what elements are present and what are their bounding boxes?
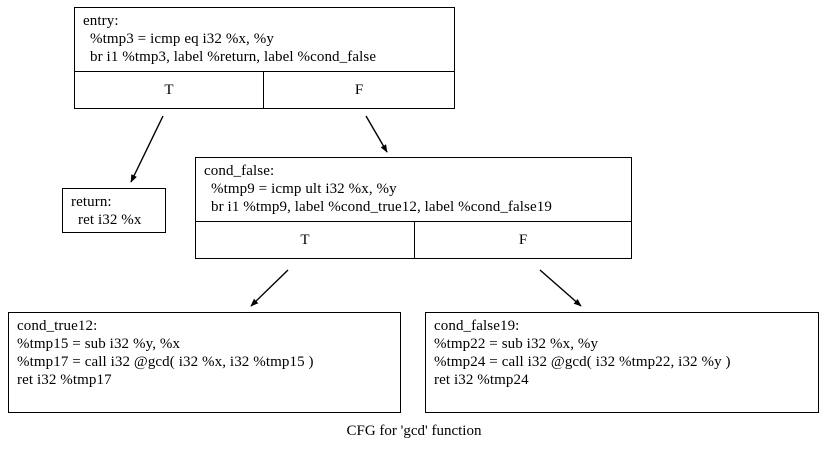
node-return-label: return: (71, 194, 112, 210)
node-cond-false-body: cond_false: %tmp9 = icmp ult i32 %x, %y … (196, 158, 631, 221)
node-cond-false-port-true[interactable]: T (300, 232, 310, 248)
node-cond-false19-label: cond_false19: (434, 318, 520, 334)
node-cond-false19-body: cond_false19: %tmp22 = sub i32 %x, %y %t… (426, 313, 818, 394)
node-cond-false19-line-1: %tmp22 = sub i32 %x, %y (434, 336, 599, 352)
node-entry-port-false[interactable]: F (263, 72, 454, 108)
node-entry-line-1: %tmp3 = icmp eq i32 %x, %y (90, 31, 274, 47)
edge-entry-true-to-return (130, 115, 164, 183)
cfg-node-cond-true12[interactable]: cond_true12: %tmp15 = sub i32 %y, %x %tm… (8, 312, 401, 413)
node-return-body: return: ret i32 %x (63, 189, 165, 234)
node-entry-branch-row: T F (75, 71, 454, 108)
node-cond-false-port-false[interactable]: F (414, 222, 631, 258)
node-cond-false19-line-3: ret i32 %tmp24 (434, 372, 529, 388)
edge-entry-false-to-cond-false (365, 115, 388, 153)
graph-caption: CFG for 'gcd' function (346, 423, 482, 439)
node-cond-false-line-2: br i1 %tmp9, label %cond_true12, label %… (211, 199, 552, 215)
cfg-node-return[interactable]: return: ret i32 %x (62, 188, 166, 233)
cfg-node-cond-false19[interactable]: cond_false19: %tmp22 = sub i32 %x, %y %t… (425, 312, 819, 413)
node-cond-false-line-1: %tmp9 = icmp ult i32 %x, %y (211, 181, 397, 197)
node-cond-true12-line-2: %tmp17 = call i32 @gcd( i32 %x, i32 %tmp… (17, 354, 314, 370)
node-cond-true12-line-3: ret i32 %tmp17 (17, 372, 112, 388)
node-entry-body: entry: %tmp3 = icmp eq i32 %x, %y br i1 … (75, 8, 454, 71)
node-cond-true12-line-1: %tmp15 = sub i32 %y, %x (17, 336, 181, 352)
node-cond-true12-body: cond_true12: %tmp15 = sub i32 %y, %x %tm… (9, 313, 400, 394)
node-entry-label: entry: (83, 13, 119, 29)
node-cond-false19-line-2: %tmp24 = call i32 @gcd( i32 %tmp22, i32 … (434, 354, 731, 370)
node-cond-false-label: cond_false: (204, 163, 275, 179)
node-cond-true12-label: cond_true12: (17, 318, 98, 334)
node-cond-false-branch-row: T F (196, 221, 631, 258)
edge-cond-false-true-to-cond-true12 (250, 269, 289, 307)
cfg-node-cond-false[interactable]: cond_false: %tmp9 = icmp ult i32 %x, %y … (195, 157, 632, 259)
node-entry-line-2: br i1 %tmp3, label %return, label %cond_… (90, 49, 377, 65)
edge-cond-false-false-to-cond-false19 (539, 269, 582, 307)
cfg-node-entry[interactable]: entry: %tmp3 = icmp eq i32 %x, %y br i1 … (74, 7, 455, 109)
node-return-line-1: ret i32 %x (78, 212, 142, 228)
node-entry-port-true[interactable]: T (164, 82, 174, 98)
